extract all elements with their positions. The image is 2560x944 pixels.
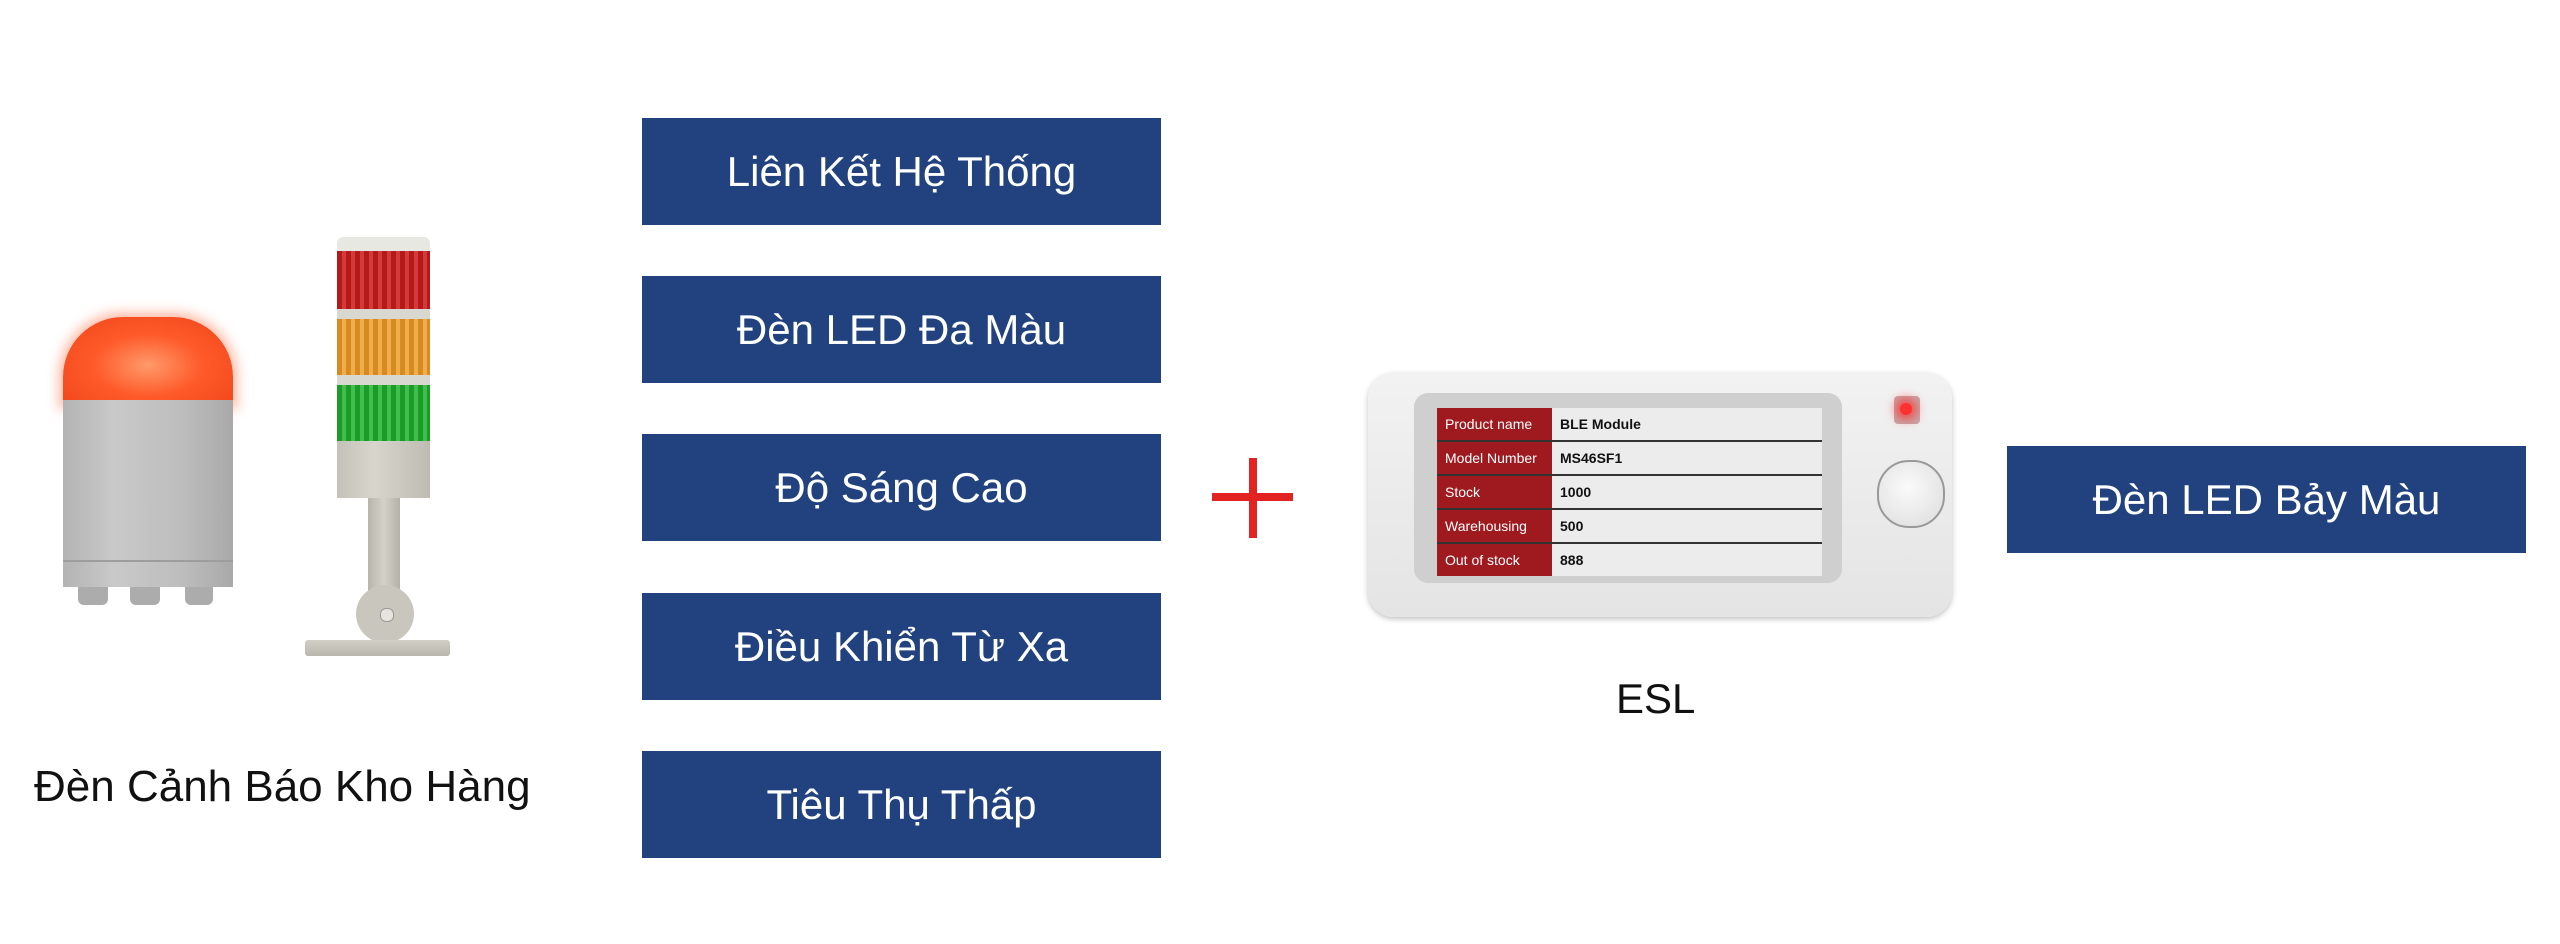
esl-key: Product name [1437, 408, 1552, 442]
plus-icon-vertical [1249, 458, 1257, 538]
tower-separator [337, 375, 430, 385]
esl-caption: ESL [1616, 675, 1696, 722]
beacon-ring [63, 560, 233, 562]
esl-value: 888 [1552, 543, 1822, 576]
beacon-foot [130, 587, 160, 605]
beacon-light-dome [63, 317, 233, 405]
esl-key: Out of stock [1437, 543, 1552, 576]
beacon-foot [78, 587, 108, 605]
tower-red-segment [337, 251, 430, 309]
esl-value: 1000 [1552, 475, 1822, 510]
esl-value: 500 [1552, 509, 1822, 544]
feature-multicolor-led: Đèn LED Đa Màu [642, 276, 1161, 383]
esl-key: Warehousing [1437, 509, 1552, 544]
tower-green-segment [337, 385, 430, 441]
esl-value: MS46SF1 [1552, 441, 1822, 476]
esl-led-glow [1900, 403, 1912, 415]
esl-value: BLE Module [1552, 408, 1822, 442]
feature-system-link: Liên Kết Hệ Thống [642, 118, 1161, 225]
esl-key: Model Number [1437, 441, 1552, 476]
tower-housing [337, 441, 430, 498]
feature-low-consumption: Tiêu Thụ Thấp [642, 751, 1161, 858]
feature-high-brightness: Độ Sáng Cao [642, 434, 1161, 541]
tower-amber-segment [337, 319, 430, 375]
esl-key: Stock [1437, 475, 1552, 510]
esl-button [1877, 460, 1945, 528]
tower-cap [337, 237, 430, 251]
feature-remote-control: Điều Khiển Từ Xa [642, 593, 1161, 700]
tower-base [305, 640, 450, 656]
beacon-body [63, 400, 233, 587]
tower-separator [337, 309, 430, 319]
warning-light-caption: Đèn Cảnh Báo Kho Hàng [34, 762, 531, 811]
tower-bolt [380, 608, 394, 622]
beacon-foot [185, 587, 213, 605]
feature-seven-color-led: Đèn LED Bảy Màu [2007, 446, 2526, 553]
